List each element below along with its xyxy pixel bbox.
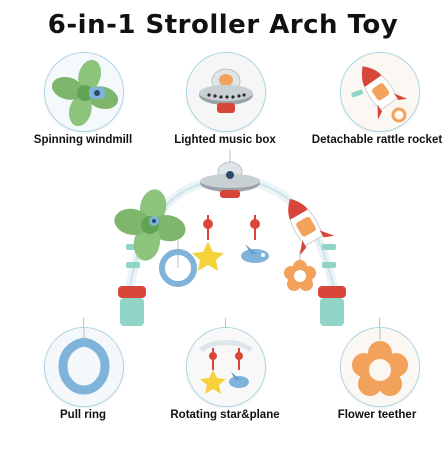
feature-label-rocket: Detachable rattle rocket	[311, 134, 443, 146]
page-title: 6-in-1 Stroller Arch Toy	[47, 10, 399, 40]
ufo-music-box-icon	[186, 52, 266, 132]
feature-label-windmill: Spinning windmill	[33, 134, 133, 146]
arch-rocket	[288, 198, 335, 256]
arch-ufo-music-box	[200, 161, 260, 198]
feature-label-music-box: Lighted music box	[174, 134, 276, 146]
flower-teether-icon	[340, 327, 420, 407]
feature-label-star-plane: Rotating star&plane	[170, 409, 280, 421]
rocket-rattle-icon	[340, 52, 420, 132]
arch-left-clip	[118, 286, 146, 326]
arch-right-clip	[318, 286, 346, 326]
feature-label-flower-teether: Flower teether	[337, 409, 417, 421]
pull-ring-icon	[44, 327, 124, 407]
windmill-icon	[44, 52, 124, 132]
feature-label-pull-ring: Pull ring	[60, 409, 106, 421]
arch-windmill	[114, 189, 186, 261]
star-plane-icon	[186, 327, 266, 407]
